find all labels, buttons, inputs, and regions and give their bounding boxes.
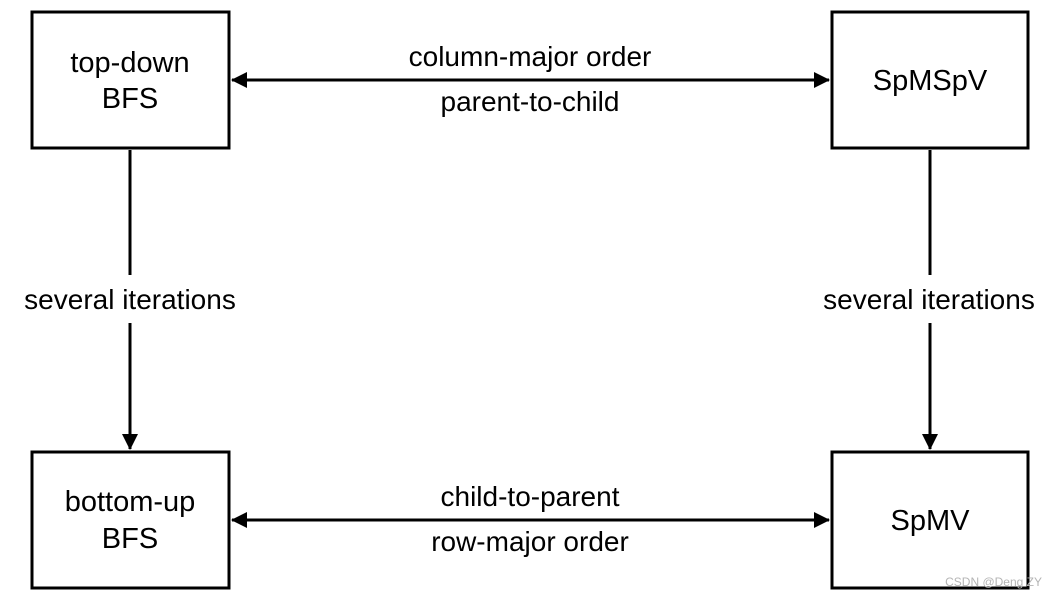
edge-right-label: several iterations [823,284,1035,315]
edge-bottom-label-above: child-to-parent [441,481,620,512]
edge-top-label-above: column-major order [409,41,652,72]
node-spmv: SpMV [830,450,1030,590]
edge-top-label-below: parent-to-child [441,86,620,117]
node-top-down-bfs-box [30,10,231,150]
node-spmspv-box [830,10,1030,150]
node-spmv-box [830,450,1030,590]
edge-left-label: several iterations [24,284,236,315]
edge-bottom: child-to-parent row-major order [231,481,830,557]
node-top-down-bfs: top-down BFS [30,10,231,150]
node-spmspv: SpMSpV [830,10,1030,150]
edge-top: column-major order parent-to-child [231,41,830,117]
node-bottom-up-bfs-line2: BFS [102,523,158,555]
node-bottom-up-bfs-line1: bottom-up [65,486,196,518]
node-top-down-bfs-line2: BFS [102,83,158,115]
node-bottom-up-bfs-box [30,450,231,590]
edge-left: several iterations [24,150,236,450]
node-bottom-up-bfs: bottom-up BFS [30,450,231,590]
node-top-down-bfs-line1: top-down [70,47,189,79]
edge-right: several iterations [823,150,1035,450]
node-spmv-label: SpMV [891,505,971,537]
node-spmspv-label: SpMSpV [873,65,988,97]
watermark: CSDN @Deng ZY [945,575,1042,589]
edge-bottom-label-below: row-major order [431,526,629,557]
